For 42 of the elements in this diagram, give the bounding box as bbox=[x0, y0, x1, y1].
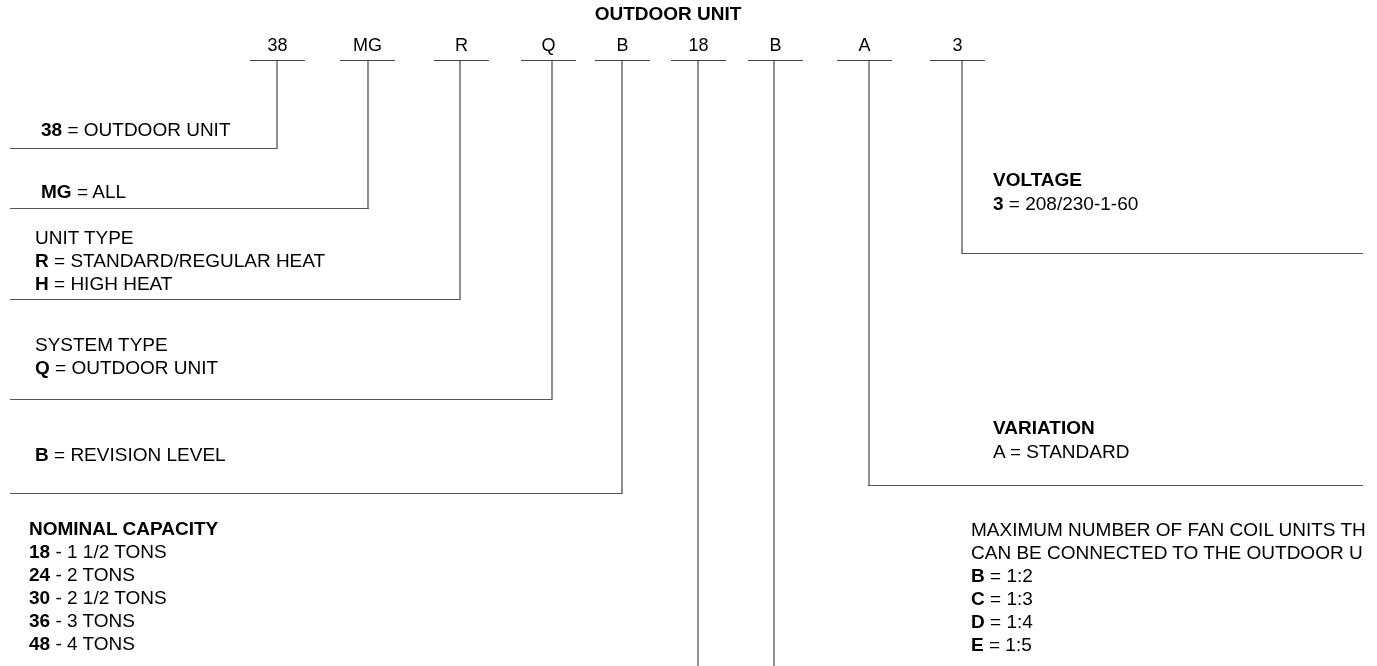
code-segment: A bbox=[837, 32, 892, 61]
leader-line bbox=[551, 60, 553, 401]
leader-line bbox=[459, 60, 461, 301]
code-definition: 48 - 4 TONS bbox=[29, 631, 136, 655]
leader-line bbox=[367, 60, 369, 210]
leader-line bbox=[868, 60, 870, 487]
field-heading: MAXIMUM NUMBER OF FAN COIL UNITS TH CAN BE CONNECTED TO THE OUTDOOR U bbox=[971, 518, 1367, 564]
code-definition: 30 - 2 1/2 TONS bbox=[29, 585, 168, 609]
code-segment: 3 bbox=[930, 32, 985, 61]
leader-line bbox=[697, 60, 699, 666]
code-definition: D = 1:4 bbox=[971, 610, 1034, 633]
code-segment: B bbox=[595, 32, 650, 61]
code-definition: 36 - 3 TONS bbox=[29, 608, 136, 632]
code-segment: 18 bbox=[671, 32, 726, 61]
code-definition: H = HIGH HEAT bbox=[35, 271, 174, 295]
code-definition: A = STANDARD bbox=[993, 440, 1131, 464]
code-definition: B = REVISION LEVEL bbox=[35, 442, 227, 466]
code-segment: R bbox=[434, 32, 489, 61]
code-definition: Q = OUTDOOR UNIT bbox=[35, 355, 220, 379]
code-definition: 18 - 1 1/2 TONS bbox=[29, 539, 168, 563]
code-definition: 24 - 2 TONS bbox=[29, 562, 136, 586]
diagram-title: OUTDOOR UNIT bbox=[593, 3, 743, 25]
code-segment: B bbox=[748, 32, 803, 61]
leader-line bbox=[276, 60, 278, 150]
code-definition: C = 1:3 bbox=[971, 587, 1034, 610]
code-segment: 38 bbox=[250, 32, 305, 61]
field-heading: VARIATION bbox=[993, 416, 1096, 440]
leader-line bbox=[621, 60, 623, 495]
field-heading: SYSTEM TYPE bbox=[35, 332, 169, 356]
code-definition: 38 = OUTDOOR UNIT bbox=[41, 117, 232, 141]
code-definition: R = STANDARD/REGULAR HEAT bbox=[35, 248, 327, 272]
code-definition: B = 1:2 bbox=[971, 564, 1034, 587]
field-heading: NOMINAL CAPACITY bbox=[29, 516, 220, 540]
code-segment: MG bbox=[340, 32, 395, 61]
code-definition: E = 1:5 bbox=[971, 633, 1033, 656]
field-heading: VOLTAGE bbox=[993, 168, 1084, 192]
field-heading: UNIT TYPE bbox=[35, 225, 135, 249]
leader-line bbox=[961, 60, 963, 255]
leader-line bbox=[773, 60, 775, 666]
code-definition: MG = ALL bbox=[41, 179, 128, 203]
code-definition: 3 = 208/230-1-60 bbox=[993, 191, 1140, 215]
code-segment: Q bbox=[521, 32, 576, 61]
